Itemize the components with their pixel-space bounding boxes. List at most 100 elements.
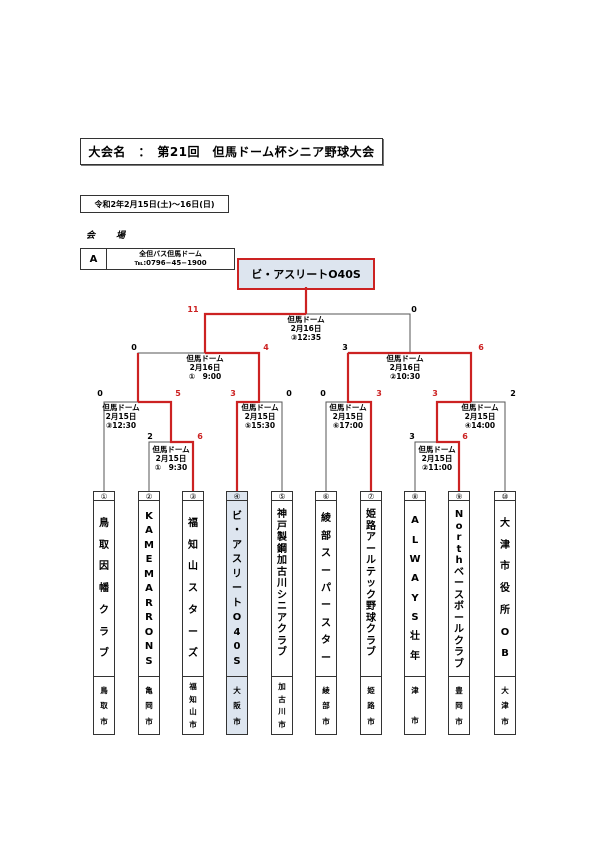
- venue-phone: ℡:0796−45−1900: [134, 259, 207, 267]
- team-name-char: O: [144, 626, 154, 638]
- team-name-char: 鋼: [277, 543, 287, 555]
- match-date: 2月16日: [389, 363, 421, 372]
- match-venue: 但馬ドーム: [329, 403, 367, 412]
- team-city-char: 豊: [455, 685, 463, 695]
- team-name-char: ス: [232, 554, 242, 565]
- team-name-char: タ: [188, 604, 198, 616]
- team-city-char: 市: [278, 719, 286, 729]
- bracket-line: [325, 401, 348, 491]
- winner-line: [435, 400, 471, 491]
- score-r2d-right: 2: [510, 389, 516, 398]
- team-number: ④: [226, 491, 248, 501]
- team-number: ③: [182, 491, 204, 501]
- team-number: ⑩: [494, 491, 516, 501]
- team-name-char: ー: [321, 600, 331, 612]
- team-name-char: ー: [366, 543, 376, 555]
- team-name-char: ー: [321, 652, 331, 664]
- team-number: ②: [138, 491, 160, 501]
- team-city-char: 大: [501, 685, 509, 695]
- team-name-char: 球: [366, 612, 376, 624]
- team-name-char: A: [411, 515, 419, 527]
- match-venue: 但馬ドーム: [102, 403, 140, 412]
- team-number: ⑨: [448, 491, 470, 501]
- bracket-line: [103, 401, 138, 491]
- team-name-char: ト: [232, 597, 242, 609]
- team-city-char: 市: [455, 716, 463, 726]
- match-info-final: 但馬ドーム 2月16日 ③12:35: [287, 315, 324, 342]
- venue-label: 会 場: [86, 231, 132, 241]
- team-name-char: 姫: [366, 509, 376, 520]
- team-city: 鳥取市: [93, 677, 115, 735]
- team-name-char: N: [144, 641, 154, 652]
- team-name-char: 古: [277, 566, 287, 578]
- score-r2a-left: 0: [97, 389, 103, 398]
- team-name-char: タ: [321, 635, 331, 647]
- team-name-char: r: [456, 532, 462, 543]
- team-city: 綾部市: [315, 677, 337, 735]
- score-r2c-right: 3: [376, 389, 382, 398]
- team-name: 福知山スターズ: [182, 501, 204, 677]
- team-name-char: O: [500, 626, 510, 638]
- team-name-char: 福: [188, 517, 198, 529]
- team-name-char: M: [144, 568, 154, 580]
- team-name-char: ス: [321, 548, 331, 560]
- team-city-char: 市: [367, 716, 375, 726]
- venue-info: 全但バス但馬ドーム ℡:0796−45−1900: [107, 249, 234, 269]
- match-time: ②11:00: [421, 463, 453, 472]
- match-time: ③12:30: [105, 421, 137, 430]
- venue-table: A 全但バス但馬ドーム ℡:0796−45−1900: [80, 248, 235, 270]
- team-city-char: 市: [501, 716, 509, 726]
- winner-line: [138, 400, 195, 491]
- team-name-char: S: [411, 611, 419, 623]
- team-name: 神戸製鋼加古川シニアクラブ: [271, 501, 293, 677]
- match-info-r2c: 但馬ドーム 2月15日 ⑥17:00: [329, 403, 366, 430]
- team-name-char: 4: [233, 626, 241, 638]
- team-name-char: 0: [233, 641, 241, 652]
- team-name-char: M: [144, 539, 154, 551]
- team-name-char: リ: [232, 568, 242, 580]
- team-name-char: ー: [232, 583, 242, 594]
- team-name-char: 市: [500, 561, 510, 573]
- team-name-char: ラ: [454, 647, 464, 658]
- team-name-char: ラ: [277, 635, 287, 647]
- team-name-char: ラ: [366, 635, 376, 647]
- team-name-char: ブ: [277, 647, 287, 658]
- team-name-char: ー: [454, 578, 464, 589]
- team-name-char: A: [145, 525, 153, 536]
- team-name-char: 部: [321, 530, 331, 542]
- team-city-char: 大: [233, 685, 241, 695]
- team-city: 津 市: [404, 677, 426, 735]
- team-name-char: 戸: [277, 520, 287, 532]
- team-name-char: ア: [366, 532, 376, 543]
- match-date: 2月16日: [189, 363, 221, 372]
- match-time: ① 9:30: [154, 463, 188, 472]
- bracket-line: [148, 441, 171, 491]
- team-city: 姫路市: [360, 677, 382, 735]
- score-r2b-left: 3: [230, 389, 236, 398]
- team-name-char: 幡: [99, 583, 109, 594]
- match-venue: 但馬ドーム: [152, 445, 190, 454]
- team-city-char: 鳥: [100, 685, 108, 695]
- score-r2a-right: 5: [175, 389, 181, 398]
- score-final-right: 0: [411, 305, 417, 314]
- team-name-char: ビ: [232, 510, 242, 522]
- team-city-char: 川: [278, 707, 286, 717]
- team-city-char: 古: [278, 694, 286, 704]
- champion-box: ビ・アスリートO40S: [237, 258, 375, 290]
- team-name-char: シ: [277, 589, 287, 601]
- match-venue: 但馬ドーム: [287, 315, 325, 324]
- score-r2d-left: 3: [432, 389, 438, 398]
- team-name-char: 神: [277, 509, 287, 520]
- team-city-char: 路: [367, 701, 375, 710]
- team-city: 福知山市: [182, 677, 204, 735]
- team-name-char: ク: [277, 624, 287, 635]
- team-name-char: ル: [454, 624, 464, 635]
